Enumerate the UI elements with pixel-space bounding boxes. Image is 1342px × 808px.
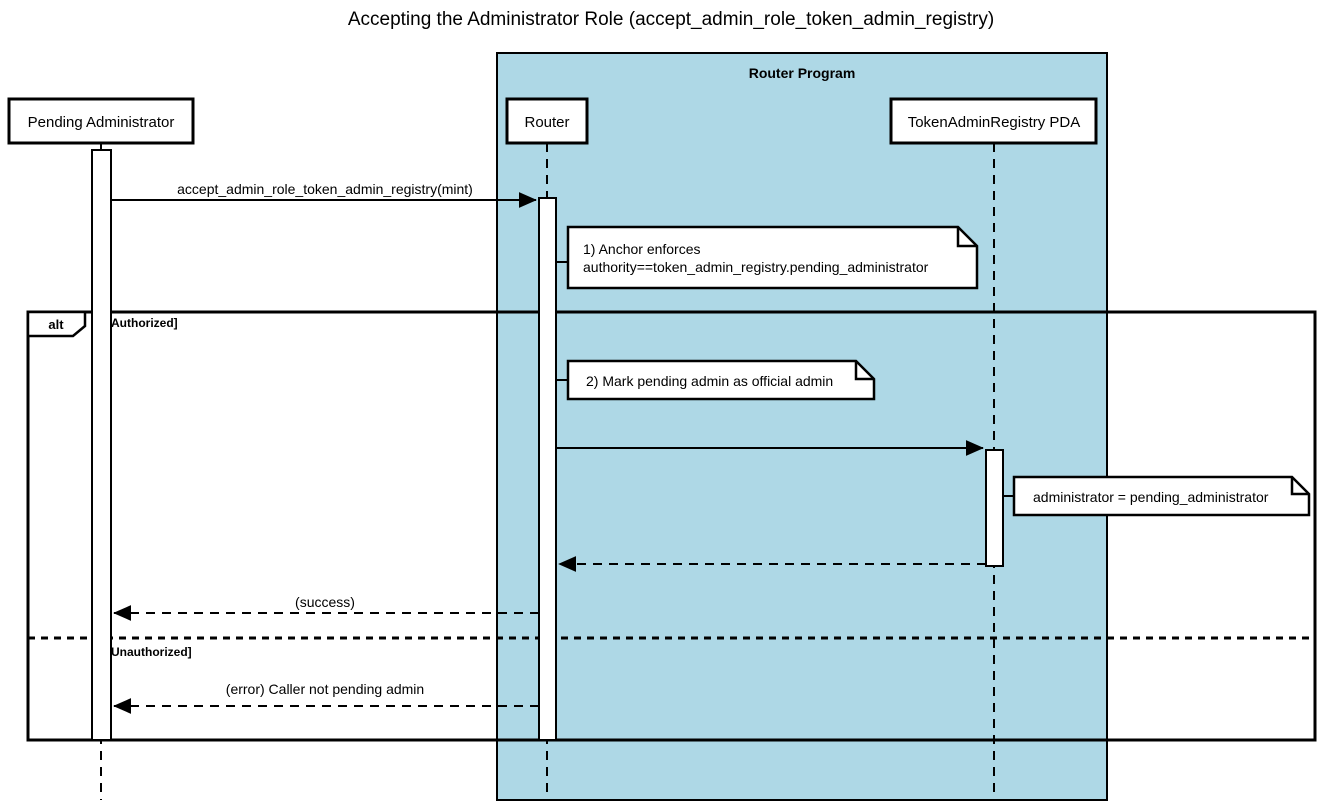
fragment-guard-authorized: [Authorized] — [107, 316, 178, 330]
fragment-operator-tab — [26, 310, 87, 338]
note-mark-pending-admin: 2) Mark pending admin as official admin — [556, 359, 876, 401]
note-administrator-assign: administrator = pending_administrator — [1003, 475, 1311, 517]
message-success: (success) — [113, 594, 539, 621]
note-fold — [956, 227, 977, 248]
note-line: 2) Mark pending admin as official admin — [586, 373, 833, 389]
participant-router[interactable]: Router — [505, 97, 589, 145]
note-fold — [854, 361, 874, 381]
participant-box — [7, 97, 195, 145]
note-line: 1) Anchor enforces — [583, 241, 701, 257]
message-accept-admin-role: accept_admin_role_token_admin_registry(m… — [111, 181, 537, 208]
participant-label: TokenAdminRegistry PDA — [908, 114, 1081, 131]
participant-label: Router — [524, 114, 569, 131]
group-box-router-program: Router Program — [496, 52, 1108, 801]
note-body — [1012, 475, 1311, 517]
fragment-frame — [26, 310, 1317, 742]
note-line: administrator = pending_administrator — [1033, 489, 1269, 505]
note-body — [566, 359, 876, 401]
message-label: (success) — [295, 594, 355, 610]
combined-fragment-alt: alt [Authorized] [Unauthorized] — [26, 310, 1317, 742]
fragment-operator-label: alt — [48, 317, 64, 332]
note-body — [566, 225, 979, 290]
message-label: (error) Caller not pending admin — [226, 681, 424, 697]
activation-bar-router — [538, 197, 557, 741]
participant-token-admin-registry-pda[interactable]: TokenAdminRegistry PDA — [889, 97, 1098, 145]
message-error: (error) Caller not pending admin — [113, 681, 539, 714]
participant-label: Pending Administrator — [28, 114, 175, 131]
note-anchor-enforces: 1) Anchor enforces authority==token_admi… — [556, 225, 979, 290]
activation-bar-token-admin-registry-pda — [985, 449, 1004, 567]
participant-pending-administrator[interactable]: Pending Administrator — [7, 97, 195, 145]
group-box-body — [496, 52, 1108, 801]
participant-box — [505, 97, 589, 145]
note-fold — [1290, 477, 1309, 496]
fragment-guard-unauthorized: [Unauthorized] — [107, 645, 192, 659]
note-line: authority==token_admin_registry.pending_… — [583, 259, 929, 275]
message-label: accept_admin_role_token_admin_registry(m… — [177, 181, 473, 197]
diagram-title: Accepting the Administrator Role (accept… — [348, 9, 994, 30]
participant-box — [889, 97, 1098, 145]
activation-bar-pending-administrator — [91, 149, 112, 741]
group-box-title: Router Program — [749, 65, 856, 81]
